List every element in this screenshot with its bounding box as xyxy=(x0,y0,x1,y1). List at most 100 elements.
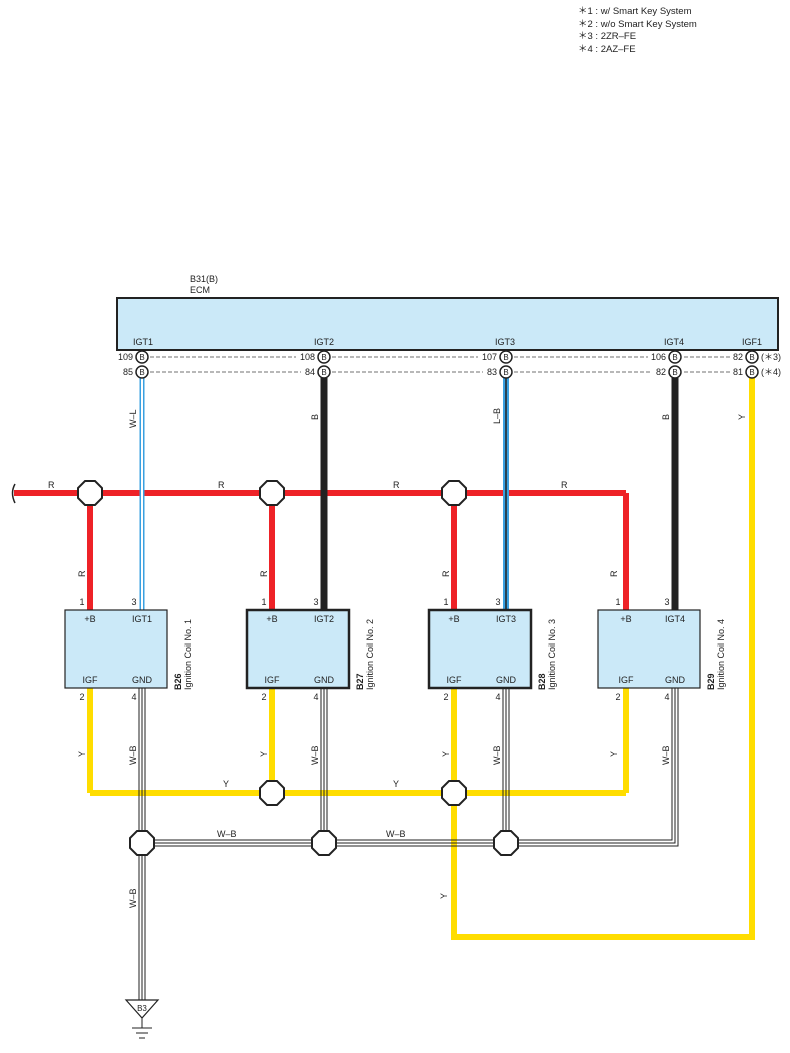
svg-text:B: B xyxy=(672,353,677,362)
svg-text:B: B xyxy=(672,368,677,377)
svg-text:W–B: W–B xyxy=(217,829,237,839)
svg-text:1: 1 xyxy=(261,597,266,607)
junction-ground-2 xyxy=(311,830,337,856)
svg-text:2: 2 xyxy=(261,692,266,702)
coil-3: +B IGT3 IGF GND 1 3 2 4 B28 Ignition Coi… xyxy=(427,597,557,702)
coil-1-name: Ignition Coil No. 1 xyxy=(183,619,193,690)
svg-text:W–B: W–B xyxy=(310,745,320,765)
pin-igt3-r1: 107 xyxy=(482,352,497,362)
svg-text:B: B xyxy=(749,353,754,362)
junction-red-2 xyxy=(259,480,285,506)
coil-2-id: B27 xyxy=(355,673,365,690)
junction-connectors xyxy=(77,480,519,856)
svg-text:4: 4 xyxy=(664,692,669,702)
svg-text:2: 2 xyxy=(615,692,620,702)
svg-text:B: B xyxy=(749,368,754,377)
svg-text:GND: GND xyxy=(132,675,153,685)
svg-text:3: 3 xyxy=(131,597,136,607)
svg-text:Y: Y xyxy=(77,751,87,757)
note-2: ＊2 : w/o Smart Key System xyxy=(578,18,697,30)
ecm-terminal-igf1: IGF1 xyxy=(742,337,762,347)
svg-text:W–B: W–B xyxy=(128,745,138,765)
svg-text:Y: Y xyxy=(259,751,269,757)
note-1: ＊1 : w/ Smart Key System xyxy=(578,6,692,17)
svg-text:IGF: IGF xyxy=(447,675,463,685)
coil-3-id: B28 xyxy=(537,673,547,690)
svg-text:Y: Y xyxy=(393,779,399,789)
red-bus-wire xyxy=(14,490,629,610)
svg-text:1: 1 xyxy=(79,597,84,607)
svg-text:GND: GND xyxy=(665,675,686,685)
svg-text:IGF: IGF xyxy=(265,675,281,685)
pin-igt4-r2: 82 xyxy=(656,367,666,377)
coil-2: +B IGT2 IGF GND 1 3 2 4 B27 Ignition Coi… xyxy=(245,597,375,702)
pin-igt4-r1: 106 xyxy=(651,352,666,362)
svg-text:B: B xyxy=(503,368,508,377)
ground-point-label: B3 xyxy=(137,1004,147,1013)
coil-3-name: Ignition Coil No. 3 xyxy=(547,619,557,690)
ecm-terminal-igt4: IGT4 xyxy=(664,337,684,347)
coil-2-name: Ignition Coil No. 2 xyxy=(365,619,375,690)
wire-color-labels: R R R R R R R R W–L B L–B B Y Y Y Y Y Y … xyxy=(48,408,747,908)
svg-text:B: B xyxy=(661,414,671,420)
svg-text:+B: +B xyxy=(84,614,95,624)
pin-igf1-r1: 82 xyxy=(733,352,743,362)
ecm-terminal-igt3: IGT3 xyxy=(495,337,515,347)
coil-4: +B IGT4 IGF GND 1 3 2 4 B29 Ignition Coi… xyxy=(597,597,726,702)
coil-4-id: B29 xyxy=(706,673,716,690)
svg-text:R: R xyxy=(393,480,400,490)
svg-text:W–B: W–B xyxy=(661,745,671,765)
svg-text:IGT2: IGT2 xyxy=(314,614,334,624)
svg-text:B: B xyxy=(503,353,508,362)
svg-text:W–B: W–B xyxy=(386,829,406,839)
svg-text:R: R xyxy=(561,480,568,490)
variant-row1-label: (＊3) xyxy=(761,352,781,362)
ecm-pin-letters: BB BB BB BB BB xyxy=(139,353,754,377)
svg-text:R: R xyxy=(218,480,225,490)
svg-text:+B: +B xyxy=(448,614,459,624)
svg-text:Y: Y xyxy=(439,893,449,899)
svg-text:Y: Y xyxy=(441,751,451,757)
ecm-name-label: ECM xyxy=(190,285,210,295)
svg-text:IGT1: IGT1 xyxy=(132,614,152,624)
svg-text:B: B xyxy=(139,368,144,377)
ecm-terminal-igt1: IGT1 xyxy=(133,337,153,347)
svg-text:2: 2 xyxy=(443,692,448,702)
svg-text:R: R xyxy=(609,570,619,577)
svg-text:R: R xyxy=(77,570,87,577)
coil-1-box xyxy=(64,609,168,689)
coil-1: +B IGT1 IGF GND 1 3 2 4 B26 Ignition Coi… xyxy=(64,597,193,702)
junction-red-3 xyxy=(441,480,467,506)
note-3: ＊3 : 2ZR–FE xyxy=(578,31,637,42)
junction-yellow-1 xyxy=(259,780,285,806)
svg-text:1: 1 xyxy=(615,597,620,607)
svg-text:Y: Y xyxy=(223,779,229,789)
svg-text:B: B xyxy=(321,353,326,362)
svg-text:IGF: IGF xyxy=(619,675,635,685)
svg-text:1: 1 xyxy=(443,597,448,607)
svg-text:4: 4 xyxy=(313,692,318,702)
svg-text:2: 2 xyxy=(79,692,84,702)
coil-4-name: Ignition Coil No. 4 xyxy=(716,619,726,690)
svg-text:+B: +B xyxy=(620,614,631,624)
variant-row2-label: (＊4) xyxy=(761,367,781,377)
svg-text:B: B xyxy=(310,414,320,420)
pin-igt2-r1: 108 xyxy=(300,352,315,362)
coil-3-box xyxy=(427,608,533,690)
svg-text:GND: GND xyxy=(314,675,335,685)
svg-text:3: 3 xyxy=(664,597,669,607)
pin-igt2-r2: 84 xyxy=(305,367,315,377)
svg-text:R: R xyxy=(441,570,451,577)
variant-notes: ＊1 : w/ Smart Key System ＊2 : w/o Smart … xyxy=(578,6,697,56)
ground-wire xyxy=(138,688,679,1000)
pin-igt3-r2: 83 xyxy=(487,367,497,377)
coil-4-box xyxy=(597,609,701,689)
svg-text:Y: Y xyxy=(737,414,747,420)
svg-text:B: B xyxy=(139,353,144,362)
pin-igt1-r2: 85 xyxy=(123,367,133,377)
svg-text:B: B xyxy=(321,368,326,377)
note-4: ＊4 : 2AZ–FE xyxy=(578,43,636,55)
svg-text:IGT3: IGT3 xyxy=(496,614,516,624)
coil-1-id: B26 xyxy=(173,673,183,690)
